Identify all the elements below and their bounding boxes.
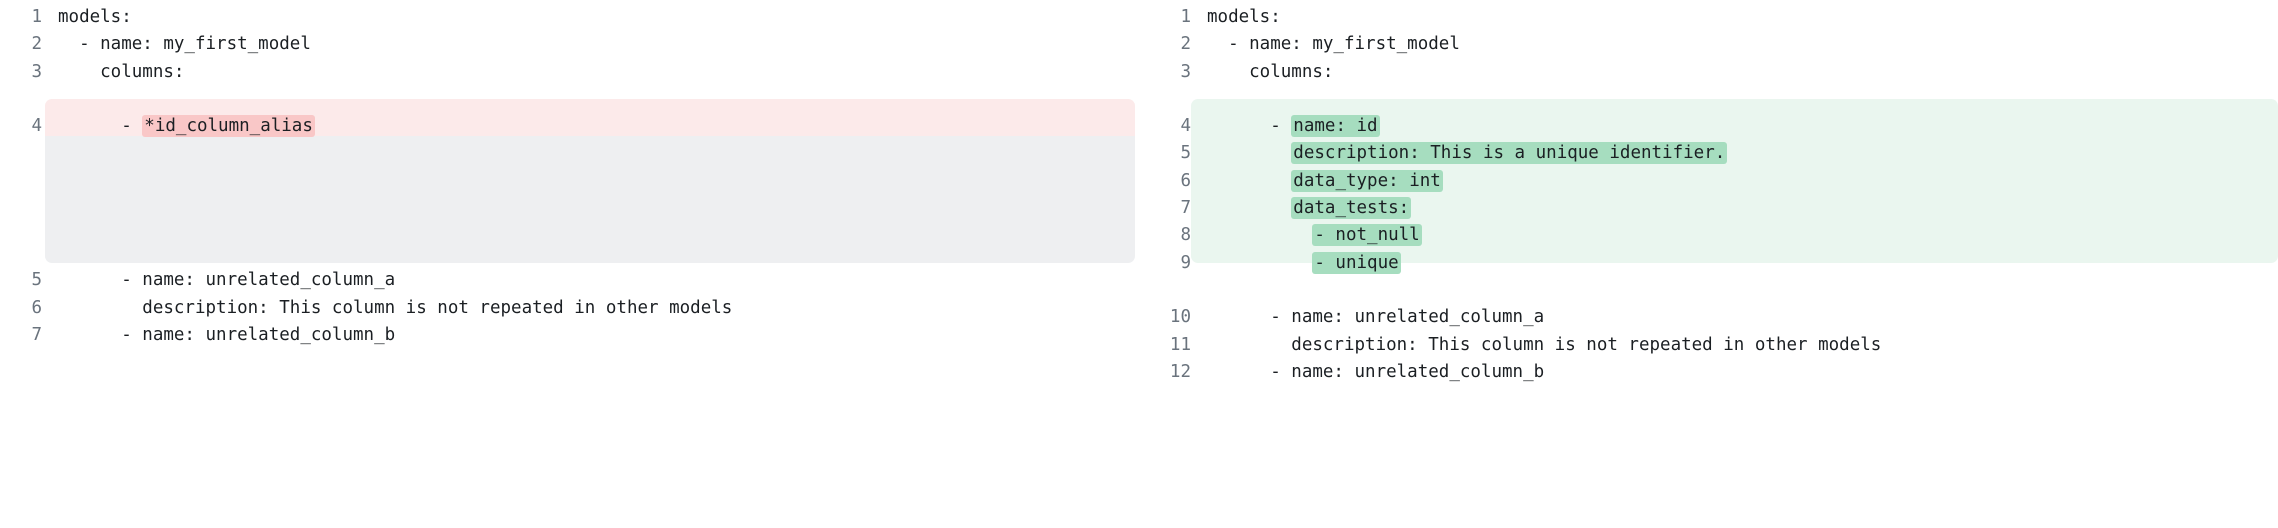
line-content: - name: unrelated_column_a bbox=[1207, 307, 1545, 328]
code-line[interactable]: 7 - name: unrelated_column_b bbox=[0, 322, 1139, 349]
line-content: - *id_column_alias bbox=[42, 113, 1139, 140]
code-line[interactable]: 3 columns: bbox=[0, 59, 1139, 86]
code-line[interactable]: 5 - name: unrelated_column_a bbox=[0, 267, 1139, 294]
line-content: data_type: int bbox=[1191, 168, 2278, 195]
code-line-added[interactable]: 5 description: This is a unique identifi… bbox=[1139, 140, 2278, 167]
code-line-added[interactable]: 7 data_tests: bbox=[1139, 195, 2278, 222]
line-content: description: This column is not repeated… bbox=[1207, 334, 1882, 355]
line-content: columns: bbox=[1207, 61, 1334, 82]
code-line[interactable]: 12 - name: unrelated_column_b bbox=[1139, 359, 2278, 386]
line-number: 4 bbox=[1180, 116, 1191, 137]
line-indent bbox=[1207, 171, 1291, 191]
line-indent bbox=[1207, 225, 1312, 245]
line-content: - name: my_first_model bbox=[58, 34, 311, 55]
left-code-area: 1 models: 2 - name: my_first_model 3 col… bbox=[0, 0, 1139, 349]
line-number: 4 bbox=[31, 116, 42, 137]
line-number: 12 bbox=[1169, 361, 1191, 382]
line-number: 2 bbox=[1180, 34, 1191, 55]
line-content: data_tests: bbox=[1191, 195, 2278, 222]
right-code-area: 1 models: 2 - name: my_first_model 3 col… bbox=[1139, 0, 2278, 386]
code-line[interactable]: 2 - name: my_first_model bbox=[0, 31, 1139, 58]
line-indent bbox=[1207, 198, 1291, 218]
code-line[interactable]: 6 description: This column is not repeat… bbox=[0, 295, 1139, 322]
left-panel-before: 1 models: 2 - name: my_first_model 3 col… bbox=[0, 0, 1139, 349]
code-line[interactable]: 2 - name: my_first_model bbox=[1139, 31, 2278, 58]
line-number: 3 bbox=[31, 61, 42, 82]
line-number: 10 bbox=[1169, 307, 1191, 328]
line-content: description: This is a unique identifier… bbox=[1191, 140, 2278, 167]
line-number: 2 bbox=[31, 34, 42, 55]
code-line[interactable]: 11 description: This column is not repea… bbox=[1139, 332, 2278, 359]
line-number: 5 bbox=[31, 270, 42, 291]
line-indent bbox=[1207, 143, 1291, 163]
added-token: data_type: int bbox=[1291, 169, 1443, 192]
added-token: data_tests: bbox=[1291, 197, 1412, 220]
code-line-deleted[interactable]: 4 - *id_column_alias bbox=[0, 113, 1139, 140]
line-gap bbox=[1139, 86, 2278, 113]
line-gap bbox=[0, 86, 1139, 113]
line-content: columns: bbox=[58, 61, 185, 82]
code-line[interactable]: 1 models: bbox=[1139, 4, 2278, 31]
line-number: 1 bbox=[1180, 7, 1191, 27]
line-number: 1 bbox=[31, 7, 42, 27]
added-token: description: This is a unique identifier… bbox=[1291, 142, 1728, 165]
line-gap bbox=[1139, 277, 2278, 304]
line-indent: - bbox=[58, 116, 143, 137]
added-token: - not_null bbox=[1312, 224, 1422, 247]
line-content: - not_null bbox=[1191, 222, 2278, 249]
line-number: 9 bbox=[1180, 252, 1191, 273]
line-number: 8 bbox=[1180, 225, 1191, 246]
placeholder-spacer bbox=[0, 140, 1139, 267]
line-content: - name: unrelated_column_a bbox=[58, 270, 396, 291]
code-line[interactable]: 1 models: bbox=[0, 4, 1139, 31]
line-number: 7 bbox=[31, 325, 42, 346]
line-indent: - bbox=[1207, 116, 1292, 137]
line-content: - name: my_first_model bbox=[1207, 34, 1460, 55]
line-number: 3 bbox=[1180, 61, 1191, 82]
line-number: 11 bbox=[1169, 334, 1191, 355]
code-line-added[interactable]: 6 data_type: int bbox=[1139, 168, 2278, 195]
deleted-token: *id_column_alias bbox=[142, 115, 315, 138]
line-content: - name: unrelated_column_b bbox=[1207, 361, 1545, 382]
line-indent bbox=[1207, 253, 1312, 273]
line-number: 6 bbox=[31, 297, 42, 318]
line-content: description: This column is not repeated… bbox=[58, 297, 733, 318]
line-content: models: bbox=[1207, 7, 1281, 27]
code-line[interactable]: 3 columns: bbox=[1139, 59, 2278, 86]
code-line[interactable]: 10 - name: unrelated_column_a bbox=[1139, 304, 2278, 331]
line-number: 7 bbox=[1180, 198, 1191, 219]
right-panel-after: 1 models: 2 - name: my_first_model 3 col… bbox=[1139, 0, 2278, 528]
line-content: - unique bbox=[1191, 250, 2278, 277]
code-line-added[interactable]: 8 - not_null bbox=[1139, 222, 2278, 249]
line-number: 6 bbox=[1180, 170, 1191, 191]
added-token: name: id bbox=[1291, 115, 1380, 138]
line-number: 5 bbox=[1180, 143, 1191, 164]
line-content: - name: id bbox=[1191, 113, 2278, 140]
code-line-added[interactable]: 9 - unique bbox=[1139, 250, 2278, 277]
line-content: models: bbox=[58, 7, 132, 27]
code-line-added[interactable]: 4 - name: id bbox=[1139, 113, 2278, 140]
added-token: - unique bbox=[1312, 251, 1401, 274]
line-content: - name: unrelated_column_b bbox=[58, 325, 396, 346]
